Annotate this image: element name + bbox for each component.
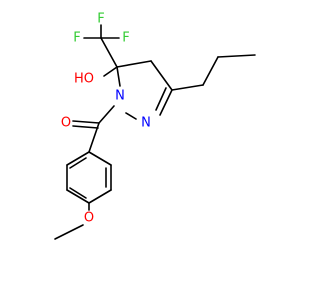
bond-ring-c4-c5 [66, 189, 90, 204]
n1-label: N [115, 89, 125, 104]
bond-c5-to-oh [103, 66, 118, 77]
bond-cf3-to-c5 [100, 37, 118, 68]
bond-n1-to-c5 [116, 66, 121, 87]
bond-methoxy-o-to-ch3 [54, 224, 84, 240]
hydroxyl-label: HO [74, 72, 94, 87]
bond-ring-c3-c4 [88, 189, 112, 204]
carbonyl-oxygen-label: O [61, 116, 71, 131]
n2-label: N [141, 116, 151, 131]
bond-carbonyl-c-to-ring [88, 122, 100, 153]
bond-ring-c1-c2 [88, 151, 112, 166]
structure-diagram: F F F HO N N O O [54, 12, 256, 240]
bond-propyl-c1-to-c2 [202, 56, 219, 86]
bond-propyl-c2-to-c3 [217, 54, 256, 58]
atom-labels: F F F HO N N O O [61, 12, 151, 226]
bond-c4-to-c3 [150, 60, 173, 91]
bond-n2-to-n1 [125, 112, 137, 120]
bond-c3-to-n2 [159, 89, 173, 116]
f-top-label: F [97, 12, 104, 27]
bond-c5-to-c4 [116, 60, 152, 68]
bond-c3-to-propyl-c1 [171, 84, 204, 91]
bond-ring-inner-2 [69, 187, 87, 199]
bond-c3-to-n2-double [155, 87, 167, 111]
bonds [54, 24, 256, 240]
bond-carbonyl-c-to-o [72, 120, 100, 124]
methoxy-oxygen-label: O [84, 211, 94, 226]
bond-ring-inner-3 [69, 157, 87, 169]
bond-ring-c6-c1 [66, 151, 90, 166]
bond-n1-to-carbonyl-c [98, 105, 115, 124]
f-left-label: F [73, 31, 80, 46]
bond-carbonyl-c-to-o-double [72, 125, 99, 129]
f-right-label: F [122, 31, 129, 46]
